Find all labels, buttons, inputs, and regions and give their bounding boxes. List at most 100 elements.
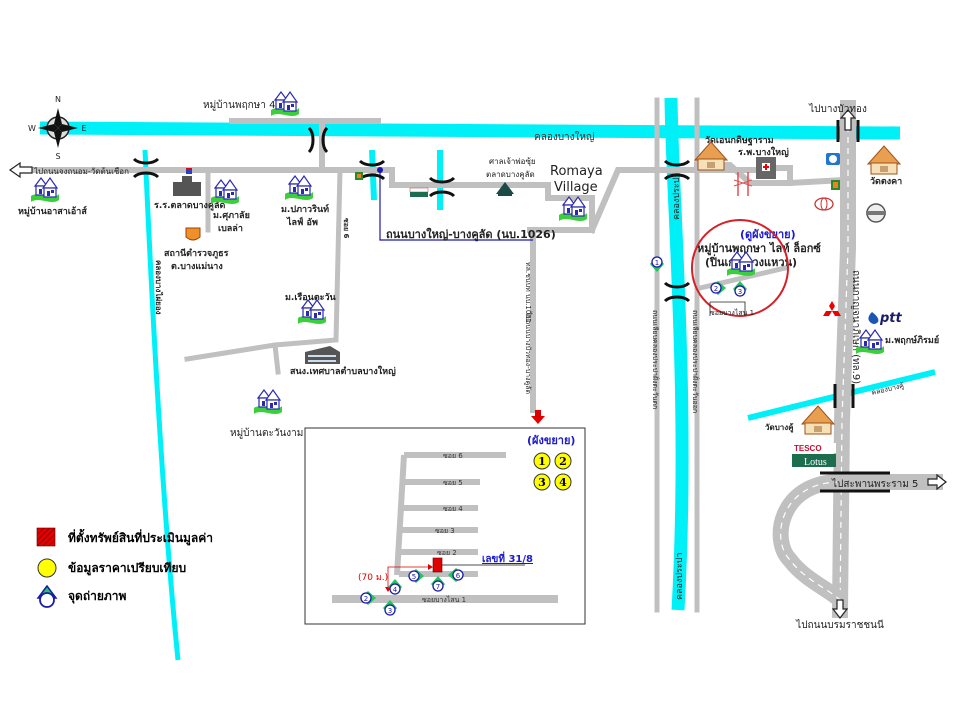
arrow-down-red-icon: [531, 410, 545, 424]
seven-eleven-icon: [831, 180, 840, 190]
comparable-marker[interactable]: 1: [533, 452, 551, 470]
canal-main-label: คลองบางใหญ่: [534, 131, 595, 143]
comparable-marker[interactable]: 3: [533, 473, 551, 491]
inset-soi-6-label: ซอย 6: [443, 452, 463, 460]
house-icon: [30, 177, 60, 203]
house-icon: [253, 389, 283, 415]
photo-point-3[interactable]: 3: [733, 281, 747, 297]
house-icon: [284, 175, 314, 201]
house-no-label: เลขที่ 31/8: [482, 551, 533, 565]
main-road-marker-dot: [377, 167, 383, 173]
hospital-label: ร.พ.บางใหญ่: [738, 146, 789, 158]
distance-arrow: [387, 566, 428, 588]
bridge-kanchana-north: [836, 120, 860, 142]
photo-point-7[interactable]: 7: [431, 576, 445, 592]
house-icon: [210, 179, 240, 205]
riverside-e-label: ถนนเลียบคลองประปาฝั่งตะวันออก: [691, 310, 700, 413]
legend: ที่ตั้งทรัพย์สินที่ประเมินมูลค่า ข้อมูลร…: [36, 527, 213, 608]
mitsubishi-icon: [823, 301, 841, 316]
comparable-marker[interactable]: 4: [554, 473, 572, 491]
tesco-small-icon: [409, 187, 429, 197]
subject-zoom-label: (ดูผังขยาย): [740, 228, 796, 242]
wat-tongkha-label: วัดตงคา: [870, 176, 902, 187]
distance-label: (70 ม.): [358, 573, 388, 583]
thai-bank-icon: [826, 153, 840, 165]
photo-point-1[interactable]: 1: [650, 256, 664, 272]
photo-point-3[interactable]: 3: [383, 600, 397, 616]
photo-point-5[interactable]: 5: [408, 569, 424, 583]
inset-soi-4-label: ซอย 4: [443, 505, 463, 513]
soi9-label: ซอย 6: [342, 218, 350, 238]
house-icon: [297, 299, 327, 325]
shrine-label-2: ตลาดบางคูลัด: [486, 170, 535, 180]
pakavarin-label-2: ไลฟ์ อัพ: [286, 216, 318, 228]
tesco-lotus-logo: TESCO Lotus: [792, 443, 836, 468]
main-road-marker-line: [379, 170, 533, 241]
inset-trunk-road: [394, 454, 407, 576]
police-label-2: ต.บางแม่นาง: [171, 261, 223, 272]
to-rama5-label: ไปสะพานพระราม 5: [831, 478, 918, 490]
school-label: ร.ร.ตลาดบางคูลัด: [154, 200, 225, 211]
svg-text:3: 3: [738, 288, 742, 296]
romaya-label-2: Village: [554, 180, 598, 195]
canal-prapa-label: คลองประปา: [672, 173, 682, 220]
compass-n: N: [55, 95, 61, 104]
temple-icon: [801, 405, 835, 435]
svg-text:6: 6: [456, 572, 461, 580]
svg-text:4: 4: [393, 586, 398, 594]
svg-text:2: 2: [364, 595, 368, 603]
nb1001-label: ทล.ชนบท นบ.1001: [524, 262, 532, 323]
nissan-icon: [866, 203, 886, 223]
wat-bangkhu-label: วัดบางคู้: [765, 422, 794, 433]
inset-main-soi-label: ซอยบางไสน 1: [422, 595, 466, 604]
canal-west: [142, 149, 181, 661]
canal-prapa-label-2: คลองประปา: [675, 553, 685, 600]
tesco-label: TESCO: [794, 444, 822, 453]
main-road-label: ถนนบางใหญ่-บางคูลัด (นบ.1026): [386, 227, 556, 242]
legend-subject-swatch: [36, 527, 56, 547]
arrow-down-icon: [831, 599, 849, 619]
svg-text:4: 4: [559, 476, 567, 489]
municipal-label: สนง.เทศบาลตำบลบางใหญ่: [290, 365, 396, 377]
inset-soi-5-label: ซอย 5: [443, 479, 463, 487]
road-loop-center: [780, 481, 841, 601]
subject-property-marker[interactable]: [432, 557, 443, 573]
subject-soi-bracket: [709, 301, 746, 316]
canal-bang-yai: [39, 121, 901, 140]
arrow-left-icon: [8, 161, 33, 179]
temple-icon: [867, 145, 901, 175]
svg-text:2: 2: [559, 455, 567, 468]
to-ratchaphruek-label: ไปถนนบรมราชชนนี: [795, 619, 884, 631]
road-jongthanom-label: ไปถนนจงถนอม-วัดต้นเชือก: [33, 167, 129, 176]
shrine-icon: [496, 182, 514, 196]
pakavarin-label-1: ม.ปภาวรินท์: [281, 203, 329, 215]
photo-point-2[interactable]: 2: [710, 281, 726, 295]
svg-text:3: 3: [538, 476, 546, 489]
road-kanchana-center: [839, 115, 849, 611]
rueantawan-label: ม.เรือนตะวัน: [285, 291, 337, 303]
legend-comparable-swatch: [37, 558, 57, 578]
hospital-bridge-icon: [733, 172, 753, 196]
police-icon: [185, 227, 201, 241]
photo-point-4[interactable]: 4: [388, 579, 402, 595]
hospital-icon: [756, 157, 776, 179]
comparable-marker[interactable]: 2: [554, 452, 572, 470]
svg-text:5: 5: [412, 573, 416, 581]
bridge-kanchana-canal: [833, 384, 855, 408]
subject-label-1: หมู่บ้านพฤกษา ไลท์ ล็อกซ์: [697, 241, 821, 256]
svg-text:1: 1: [538, 455, 546, 468]
canal-west-label: คลองบางไผ่ยอง: [154, 260, 164, 315]
photo-point-6[interactable]: 6: [448, 568, 464, 582]
supalai-label-1: ม.ศุภาลัย: [213, 210, 250, 221]
temple-icon: [694, 141, 728, 171]
road-loop: [772, 474, 846, 607]
ptt-label: ptt: [879, 311, 903, 326]
supalai-label-2: เบลล่า: [218, 223, 243, 234]
mb-asa-label: หมู่บ้านอาสาเอ้าส์: [18, 205, 87, 217]
subject-highlight-circle: [691, 219, 789, 317]
road-soi9: [184, 167, 343, 375]
mb-tawan-label: หมู่บ้านตะวันงาม: [230, 427, 303, 439]
legend-photo-label: จุดถ่ายภาพ: [68, 589, 127, 604]
photo-point-2[interactable]: 2: [360, 591, 376, 605]
